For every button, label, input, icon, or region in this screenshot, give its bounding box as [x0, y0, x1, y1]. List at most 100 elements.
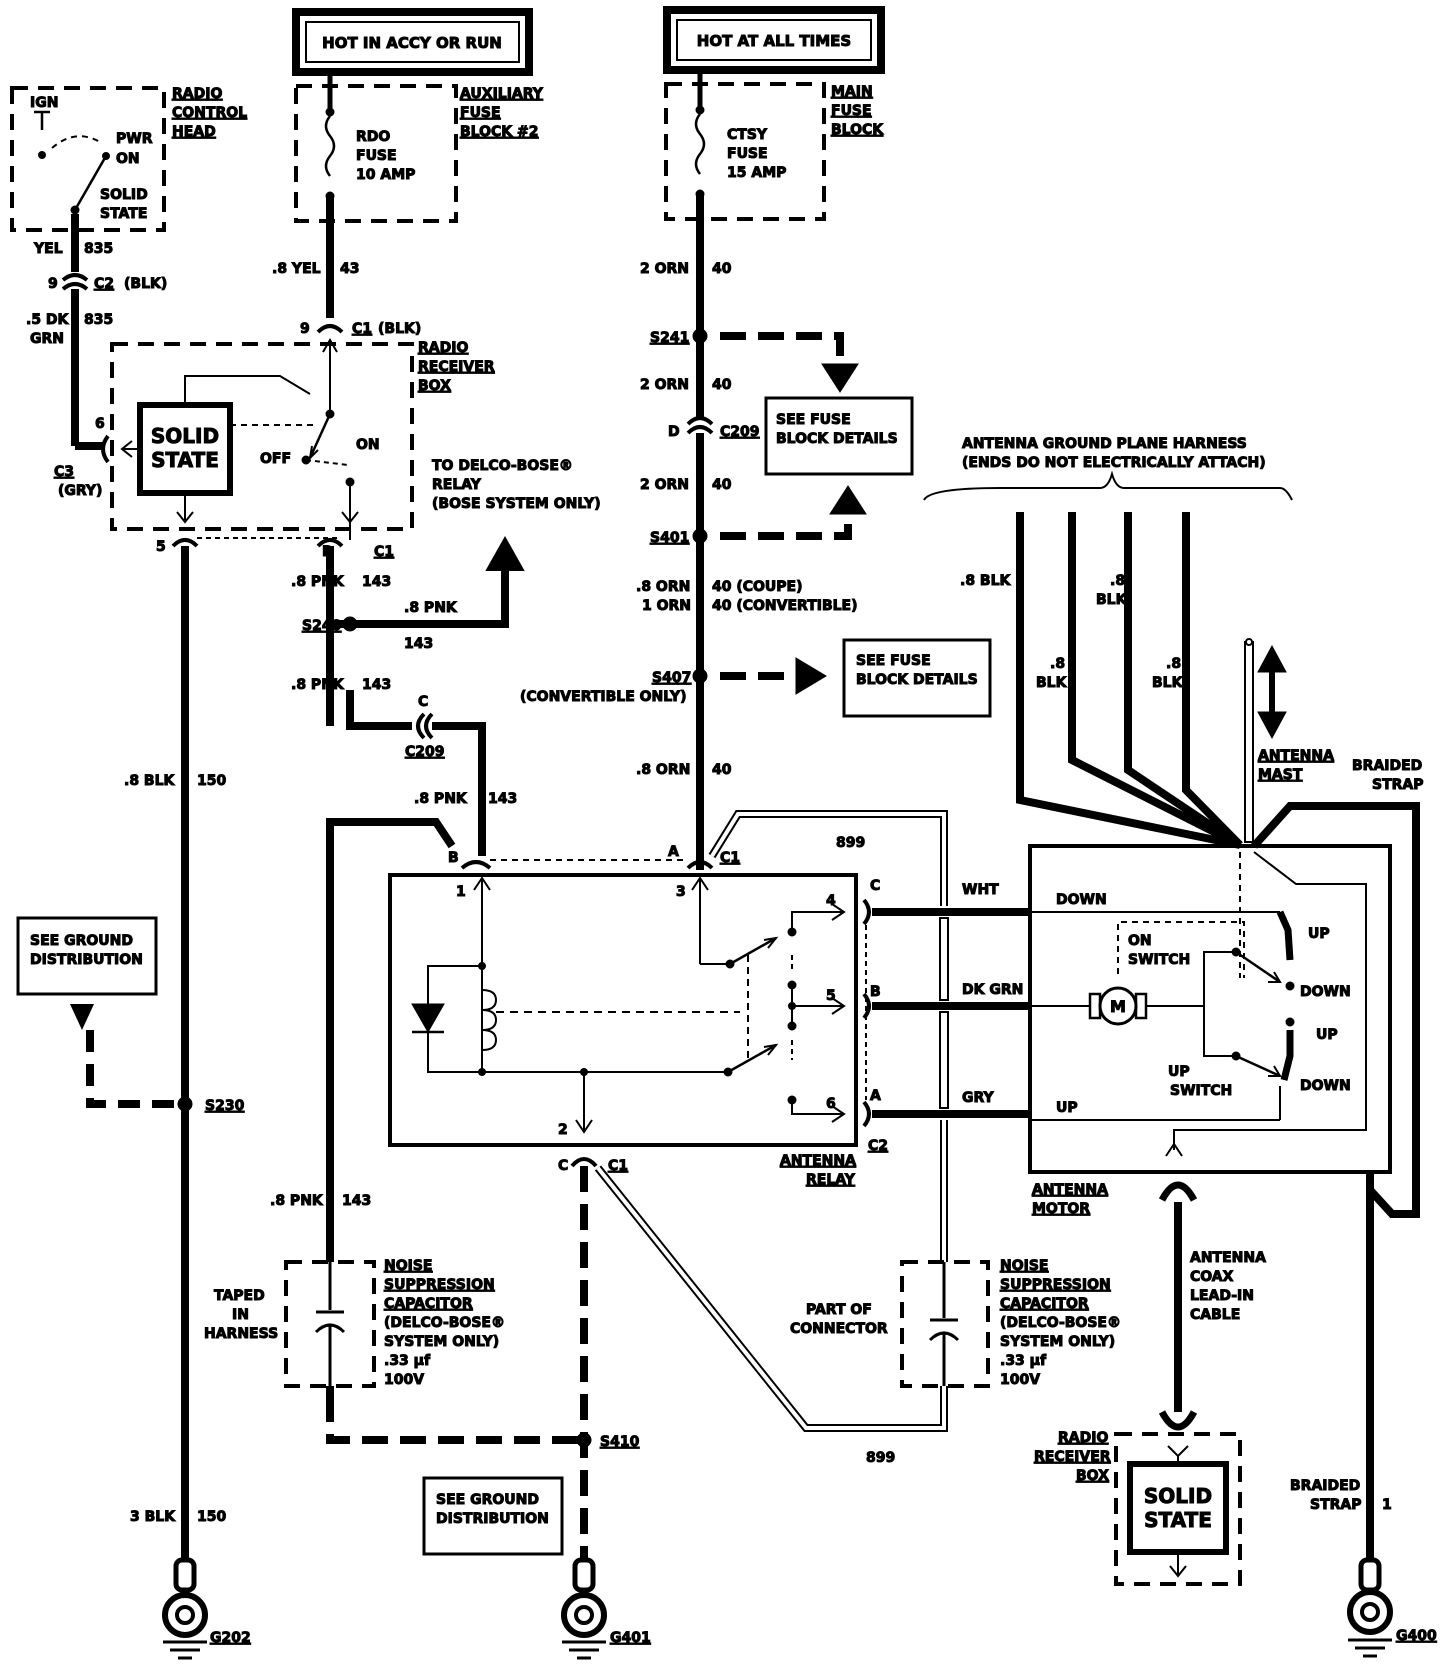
diagram-label: (BOSE SYSTEM ONLY) — [432, 496, 601, 512]
diagram-label: (CONVERTIBLE ONLY) — [520, 689, 687, 705]
diagram-label: RADIO — [418, 340, 468, 356]
diagram-label: 10 AMP — [356, 167, 415, 183]
diagram-label: C1 — [720, 850, 740, 866]
diagram-label: G202 — [210, 1630, 251, 1646]
antenna-mast: ANTENNA MAST BRAIDED STRAP — [1244, 638, 1424, 843]
diagram-label: SEE FUSE — [776, 412, 851, 428]
diagram-label: 40 — [712, 261, 732, 277]
diagram-label: B — [448, 850, 459, 866]
diagram-label: BRAIDED — [1352, 758, 1422, 774]
diagram-label: 143 — [342, 1193, 371, 1209]
diagram-label: TAPED — [214, 1288, 265, 1304]
diagram-label: RDO — [356, 129, 390, 145]
diagram-label: D — [668, 424, 680, 440]
diagram-label: UP — [1168, 1064, 1190, 1080]
diagram-label: 143 — [488, 791, 517, 807]
diagram-label: CAPACITOR — [1000, 1296, 1089, 1312]
diagram-label: .8 BLK — [960, 573, 1012, 589]
diagram-label: WHT — [962, 882, 999, 898]
diagram-label: C209 — [405, 744, 445, 760]
diagram-label: FUSE — [831, 103, 872, 119]
diagram-label: DK GRN — [962, 982, 1023, 998]
diagram-label: BOX — [1076, 1468, 1109, 1484]
diagram-label: MAST — [1258, 767, 1303, 783]
diagram-label: .8 PNK — [414, 791, 468, 807]
diagram-label: 1 ORN — [642, 598, 691, 614]
diagram-label: FUSE — [356, 148, 397, 164]
diagram-label: SOLID — [1144, 1484, 1212, 1508]
diagram-label: .8 YEL — [272, 261, 321, 277]
diagram-label: 3 — [676, 884, 686, 900]
diagram-label: PWR — [116, 131, 153, 147]
diagram-label: C1 — [374, 544, 394, 560]
diagram-label: UP — [1308, 926, 1330, 942]
diagram-label: ON — [1128, 933, 1152, 949]
diagram-label: C2 — [94, 276, 114, 292]
diagram-label: 899 — [866, 1450, 895, 1466]
diagram-label: .8 — [1110, 573, 1125, 589]
diagram-label: OFF — [260, 451, 291, 467]
diagram-label: S241 — [650, 330, 689, 346]
see-fuse-box-2: SEE FUSE BLOCK DETAILS — [842, 638, 992, 718]
diagram-label: ANTENNA — [780, 1153, 856, 1169]
diagram-label: BRAIDED — [1290, 1478, 1360, 1494]
diagram-label: G401 — [610, 1630, 651, 1646]
diagram-label: STATE — [151, 448, 219, 472]
diagram-label: SWITCH — [1128, 952, 1190, 968]
diagram-label: STRAP — [1372, 777, 1424, 793]
antenna-motor: DOWN UP DOWN ON SWITCH M UP DOWN UP SWIT… — [1028, 844, 1392, 1218]
hot-all-box: HOT AT ALL TIMES — [663, 6, 885, 74]
main-fuse-block: CTSY FUSE 15 AMP MAIN FUSE BLOCK — [664, 70, 885, 221]
diagram-label: .8 ORN — [636, 579, 690, 595]
diagram-label: BLK — [1036, 675, 1068, 691]
diagram-label: 143 — [362, 677, 391, 693]
diagram-label: AUXILIARY — [460, 86, 544, 102]
diagram-label: .8 PNK — [291, 677, 345, 693]
diagram-label: STRAP — [1310, 1497, 1362, 1513]
diagram-label: C — [418, 694, 428, 710]
diagram-label: RECEIVER — [1034, 1449, 1111, 1465]
diagram-label: DOWN — [1300, 984, 1351, 1000]
diagram-label: MOTOR — [1032, 1201, 1090, 1217]
diagram-label: BLOCK — [831, 122, 884, 138]
diagram-label: HARNESS — [204, 1326, 278, 1342]
diagram-label: A — [668, 844, 679, 860]
diagram-label: STATE — [1144, 1508, 1212, 1532]
diagram-label: M — [1110, 997, 1126, 1016]
diagram-label: ANTENNA GROUND PLANE HARNESS — [962, 436, 1247, 452]
diagram-label: S240 — [302, 618, 342, 634]
diagram-label: ANTENNA — [1258, 748, 1334, 764]
diagram-label: C — [870, 878, 880, 894]
diagram-label: MAIN — [831, 84, 873, 100]
diagram-label: GRN — [30, 331, 64, 347]
diagram-label: C3 — [54, 464, 74, 480]
capacitor-left: NOISE SUPPRESSION CAPACITOR (DELCO-BOSE®… — [204, 1258, 505, 1396]
diagram-label: 9 — [300, 321, 310, 337]
diagram-label: 40 (CONVERTIBLE) — [712, 598, 858, 614]
diagram-label: CONNECTOR — [790, 1321, 888, 1337]
diagram-label: 40 — [712, 477, 732, 493]
diagram-label: A — [870, 1088, 881, 1104]
diagram-label: 100V — [1000, 1372, 1040, 1388]
diagram-label: UP — [1316, 1027, 1338, 1043]
diagram-label: 6 — [826, 1096, 836, 1112]
diagram-label: 150 — [197, 1509, 226, 1525]
diagram-label: .8 — [1166, 656, 1181, 672]
hot-accy-box: HOT IN ACCY OR RUN — [292, 8, 533, 76]
diagram-label: 40 (COUPE) — [712, 579, 803, 595]
diagram-label: UP — [1056, 1100, 1078, 1116]
diagram-label: 4 — [826, 893, 836, 909]
diagram-label: (BLK) — [378, 321, 421, 337]
diagram-label: CTSY — [727, 127, 768, 143]
see-fuse-box-1: SEE FUSE BLOCK DETAILS — [764, 396, 914, 476]
diagram-label: STATE — [100, 206, 147, 222]
diagram-label: 835 — [84, 241, 113, 257]
diagram-label: 43 — [340, 261, 359, 277]
diagram-label: (BLK) — [124, 276, 167, 292]
diagram-label: S410 — [600, 1434, 640, 1450]
rch-title-2: CONTROL — [172, 105, 247, 121]
ground-g202: G202 — [162, 1557, 251, 1660]
diagram-label: ANTENNA — [1032, 1182, 1108, 1198]
diagram-label: BLK — [1096, 592, 1128, 608]
diagram-label: C — [558, 1158, 568, 1174]
